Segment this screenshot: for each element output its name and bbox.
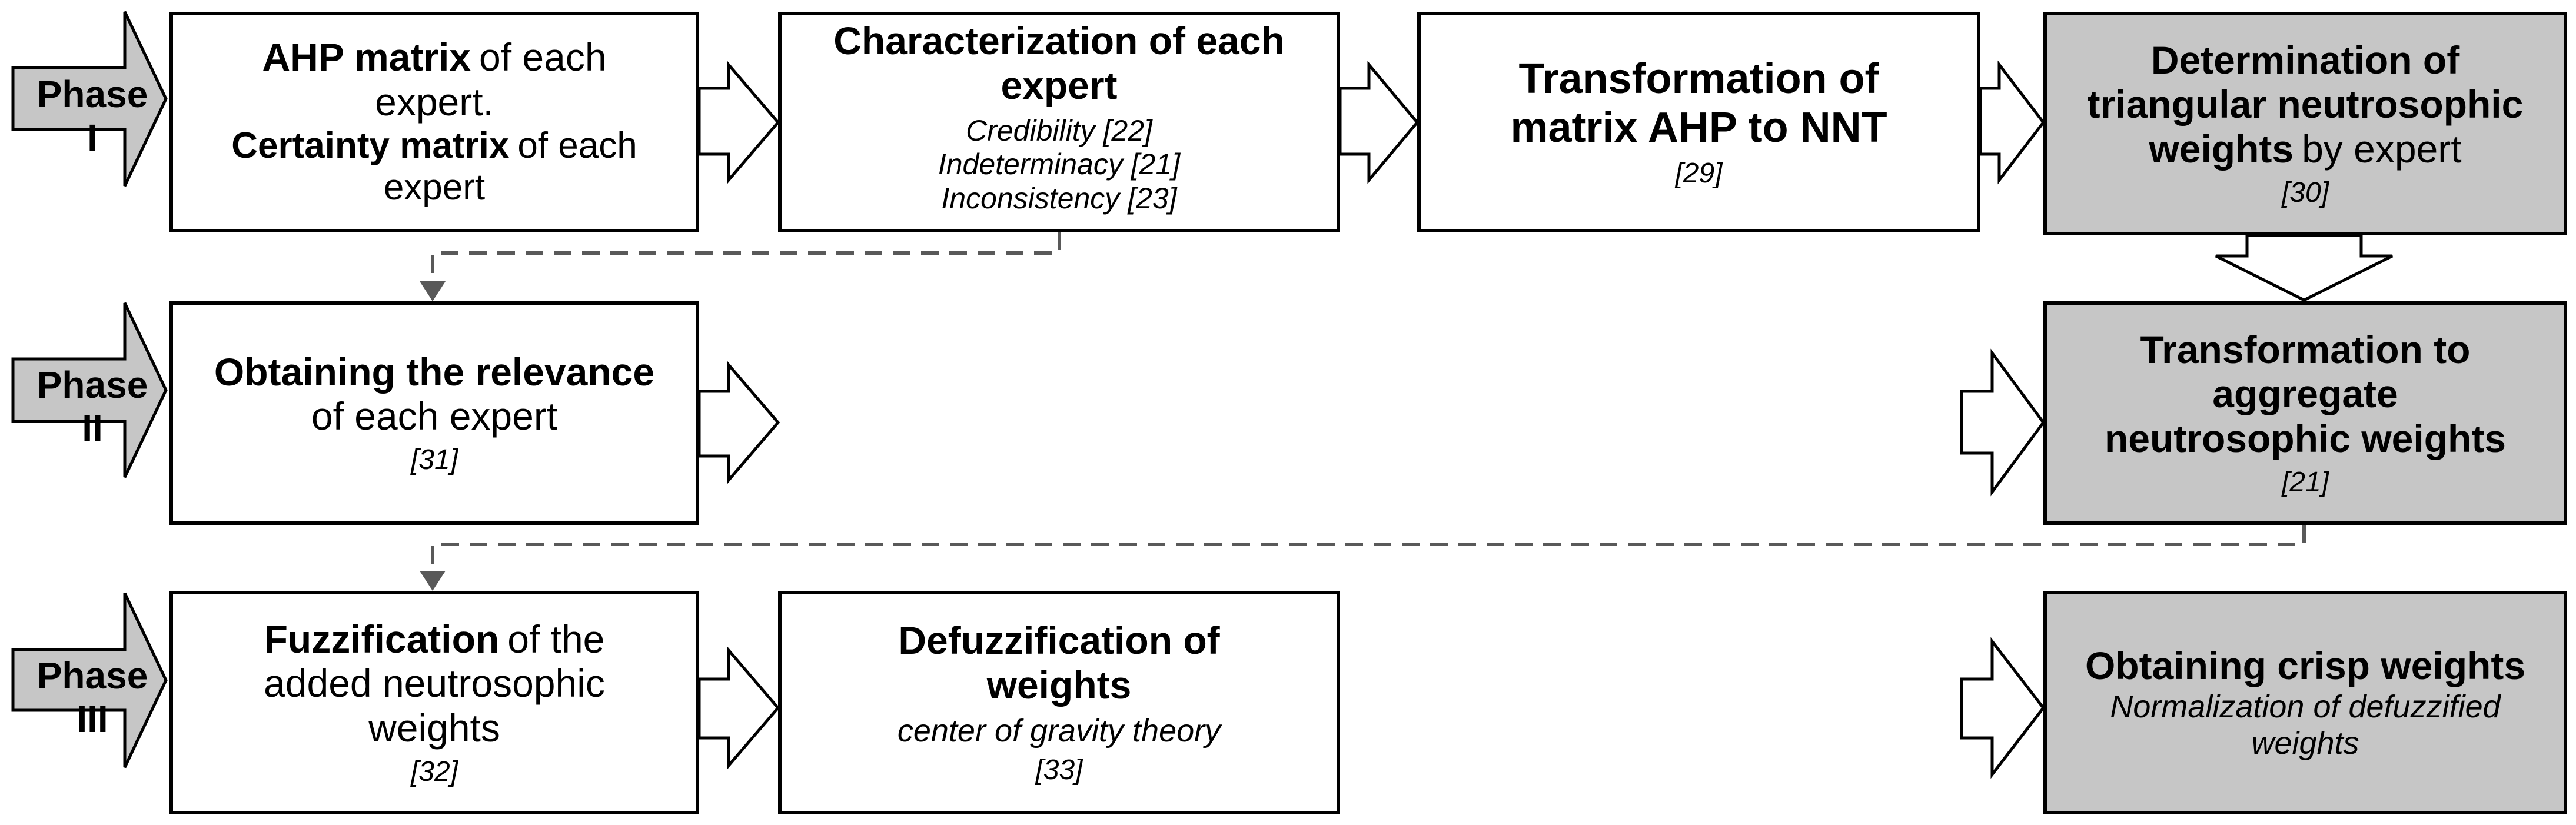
aggregate-ref: [21] — [2281, 467, 2329, 498]
characterization-credibility: Credibility [22] — [966, 114, 1152, 147]
determination-title-line1: Determination of — [2150, 38, 2460, 82]
crisp-title: Obtaining crisp weights — [2085, 643, 2526, 687]
defuzzification-title-line1: Defuzzification of — [898, 618, 1220, 663]
determination-ref: [30] — [2281, 177, 2329, 209]
flow-arrow-nnt-to-determination — [1979, 60, 2046, 185]
ahp-line4: expert — [383, 167, 486, 208]
relevance-title: Obtaining the relevance — [214, 350, 655, 394]
flow-arrow-fuzzification-to-defuzzification — [697, 646, 780, 770]
dashed-connector-characterization-to-relevance — [431, 232, 1061, 282]
determination-line3-bold: weights — [2149, 127, 2294, 171]
relevance-ref: [31] — [410, 444, 458, 476]
determination-line3-rest: by expert — [2302, 127, 2462, 171]
ahp-line1-bold: AHP matrix — [262, 35, 471, 79]
ahp-line2: expert. — [375, 80, 494, 124]
phase-3-label-line1: Phase — [36, 654, 148, 697]
fuzzification-line1-bold: Fuzzification — [264, 617, 500, 661]
fuzzification-line3: weights — [368, 706, 500, 750]
defuzzification-ref: [33] — [1035, 754, 1083, 786]
characterization-title-line2: expert — [1001, 63, 1118, 107]
phase-1-arrow — [11, 11, 168, 187]
flow-arrow-characterization-to-nnt — [1338, 61, 1420, 184]
characterization-box: Characterization of each expert Credibil… — [778, 12, 1340, 232]
defuzzification-box: Defuzzification of weights center of gra… — [778, 591, 1340, 814]
transformation-nnt-ref: [29] — [1675, 157, 1723, 189]
characterization-indeterminacy: Indeterminacy [21] — [938, 148, 1181, 181]
phase-1-label-line1: Phase — [36, 73, 148, 115]
flow-arrow-relevance-out — [697, 361, 780, 484]
aggregate-title-line2: aggregate — [2212, 372, 2398, 416]
crisp-sub-line1: Normalization of defuzzified — [2110, 688, 2501, 724]
phase-2-arrow — [11, 302, 168, 478]
flow-arrow-ahp-to-characterization — [697, 61, 780, 184]
ahp-line1-rest: of each — [479, 35, 607, 79]
ahp-line3-rest: of each — [517, 125, 637, 167]
ahp-line3-bold: Certainty matrix — [231, 125, 510, 167]
transformation-nnt-title-line1: Transformation of — [1518, 55, 1879, 103]
phase-1-label: Phase I — [25, 73, 160, 159]
transformation-nnt-box: Transformation of matrix AHP to NNT [29] — [1417, 12, 1980, 232]
dashed-connector-arrowhead-1 — [420, 281, 446, 301]
aggregate-title-line1: Transformation to — [2140, 327, 2471, 371]
aggregate-box: Transformation to aggregate neutrosophic… — [2043, 301, 2567, 525]
phase-2-label-line2: II — [82, 407, 103, 450]
phase-1-label-line2: I — [87, 116, 98, 159]
crisp-sub-line2: weights — [2251, 725, 2359, 761]
aggregate-title-line3: neutrosophic weights — [2104, 417, 2507, 461]
dashed-connector-aggregate-to-fuzzification — [431, 525, 2306, 572]
fuzzification-line1-rest: of the — [507, 617, 605, 661]
characterization-title-line1: Characterization of each — [833, 19, 1285, 62]
determination-title-line2: triangular neutrosophic — [2087, 82, 2524, 127]
phase-3-arrow — [11, 592, 168, 769]
relevance-line2: of each expert — [311, 394, 558, 438]
fuzzification-line2: added neutrosophic — [264, 661, 605, 706]
phase-2-label-line1: Phase — [36, 364, 148, 406]
flow-arrow-determination-to-aggregate — [2215, 234, 2394, 302]
flow-arrow-into-crisp — [1960, 637, 2046, 779]
flow-arrow-into-aggregate — [1960, 348, 2046, 497]
crisp-weights-box: Obtaining crisp weights Normalization of… — [2043, 591, 2567, 814]
defuzzification-subtitle: center of gravity theory — [897, 713, 1221, 749]
defuzzification-title-line2: weights — [986, 663, 1132, 707]
phase-3-label: Phase III — [25, 654, 160, 741]
phase-3-label-line2: III — [77, 697, 108, 740]
fuzzification-ref: [32] — [410, 756, 458, 788]
phase-2-label: Phase II — [25, 364, 160, 450]
determination-box: Determination of triangular neutrosophic… — [2043, 12, 2567, 235]
characterization-inconsistency: Inconsistency [23] — [941, 181, 1177, 215]
relevance-box: Obtaining the relevance of each expert [… — [169, 301, 699, 525]
transformation-nnt-title-line2: matrix AHP to NNT — [1510, 104, 1887, 151]
dashed-connector-arrowhead-2 — [420, 571, 446, 591]
